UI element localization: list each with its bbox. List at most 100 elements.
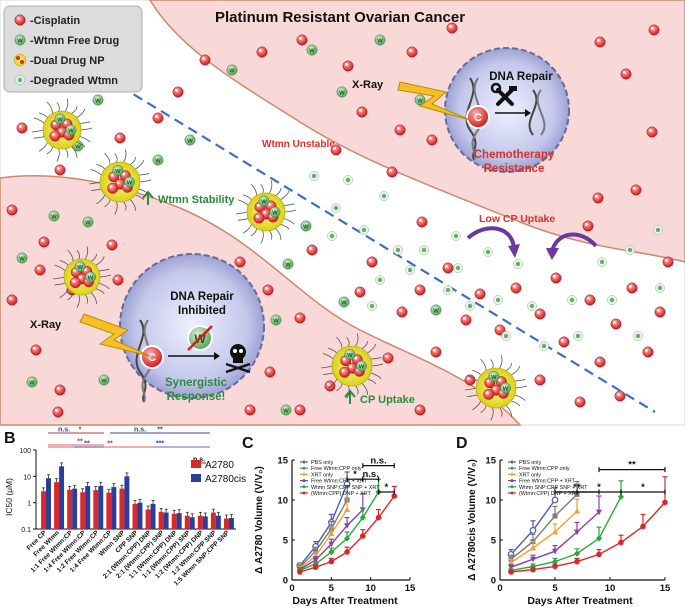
- degraded-wtmn-molecule: [374, 274, 386, 286]
- data-point: [375, 514, 382, 521]
- cisplatin-molecule: [34, 264, 46, 276]
- cisplatin-molecule: [594, 356, 606, 368]
- significance-label: **: [107, 441, 113, 448]
- data-point: [574, 550, 580, 557]
- synergistic-line2: Response!: [167, 391, 226, 403]
- panel-c-letter: C: [242, 435, 254, 452]
- y-tick-label: 100: [19, 448, 31, 455]
- cisplatin-molecule: [112, 274, 124, 286]
- degraded-wtmn-icon: [14, 74, 26, 86]
- degraded-wtmn-molecule: [442, 284, 454, 296]
- repair-inhibited-line1: DNA Repair: [170, 291, 234, 303]
- degraded-wtmn-molecule: [526, 300, 538, 312]
- data-point: [596, 551, 602, 558]
- bar-a2780: [132, 503, 138, 529]
- bar-a2780: [41, 491, 47, 529]
- data-point: [344, 523, 351, 529]
- x-tick-label: 5: [329, 583, 335, 594]
- bar-a2780cis: [176, 513, 182, 529]
- data-point: [552, 548, 558, 555]
- bar-a2780: [158, 511, 164, 529]
- bar-a2780cis: [124, 476, 130, 529]
- degraded-wtmn-molecule: [606, 294, 618, 306]
- cisplatin-molecule: [614, 390, 626, 402]
- wtmn-molecule: [184, 134, 196, 146]
- cisplatin-molecule: [356, 106, 368, 118]
- legend-swatch-a2780: [191, 460, 201, 468]
- degraded-wtmn-molecule: [452, 262, 464, 274]
- legend-label: XRT only: [311, 472, 333, 478]
- significance-label: **: [84, 441, 90, 448]
- legend-marker: [510, 491, 514, 495]
- dual-drug-nanoparticle: [235, 180, 297, 244]
- cisplatin-molecule: [16, 122, 28, 134]
- series-line: [510, 493, 578, 560]
- degraded-wtmn-molecule: [378, 190, 390, 202]
- degraded-wtmn-molecule: [326, 230, 338, 242]
- cisplatin-molecule: [324, 380, 336, 392]
- significance-label: **: [157, 427, 163, 434]
- cisplatin-molecule: [6, 204, 18, 216]
- degraded-wtmn-molecule: [450, 230, 462, 242]
- degraded-wtmn-molecule: [308, 170, 320, 182]
- x-tick-label: 10: [605, 583, 616, 594]
- cisplatin-molecule: [6, 294, 18, 306]
- x-tick-label: 0: [497, 583, 502, 594]
- x-tick-label: 15: [660, 583, 671, 594]
- bar-a2780: [223, 518, 229, 529]
- degraded-wtmn-molecule: [632, 330, 644, 342]
- dual-drug-nanoparticle: [88, 149, 152, 215]
- panel-b-legend: A2780 A2780cis: [191, 460, 246, 485]
- cisplatin-molecule: [106, 239, 118, 251]
- legend-marker: [302, 491, 306, 495]
- dual-drug-nanoparticle: [31, 98, 93, 162]
- series-2: [508, 498, 580, 565]
- cisplatin-molecule: [582, 220, 594, 232]
- legend-marker: [510, 466, 514, 470]
- region-divider-line: [119, 85, 656, 413]
- degraded-wtmn-molecule: [624, 244, 636, 256]
- cisplatin-molecule: [152, 112, 164, 124]
- significance-label: **: [628, 460, 636, 471]
- bar-a2780: [106, 492, 112, 529]
- wtmn-molecule: [26, 376, 38, 388]
- cisplatin-molecule: [426, 134, 438, 146]
- cisplatin-molecule: [574, 396, 586, 408]
- cisplatin-molecule: [386, 166, 398, 178]
- wtmn-molecule: [336, 86, 348, 98]
- nanoparticle-icon: [13, 53, 27, 67]
- wtmn-molecule: [92, 94, 104, 106]
- legend-label: Wtmn SNP:CPP SNP + XRT: [519, 485, 588, 491]
- legend-marker: [510, 472, 514, 476]
- cisplatin-molecule: [648, 24, 660, 36]
- cisplatin-molecule: [460, 314, 472, 326]
- data-point: [530, 556, 536, 563]
- cisplatin-molecule: [592, 192, 604, 204]
- bar-a2780: [54, 482, 60, 529]
- degraded-wtmn-molecule: [500, 330, 512, 342]
- data-point: [328, 541, 335, 548]
- bar-a2780cis: [202, 516, 208, 529]
- cisplatin-molecule: [354, 286, 366, 298]
- bar-a2780: [171, 513, 177, 529]
- data-point: [662, 499, 668, 506]
- bar-a2780: [197, 515, 203, 529]
- cell-sensitized: DNA Repair Inhibited W C: [119, 253, 265, 403]
- bar-a2780: [80, 492, 86, 529]
- cisplatin-molecule: [630, 184, 642, 196]
- wtmn-molecule: [98, 374, 110, 386]
- degraded-wtmn-molecule: [596, 256, 608, 268]
- y-tick-label: 10: [23, 474, 31, 481]
- legend-marker: [302, 460, 306, 464]
- legend-marker: [302, 466, 306, 470]
- bar-a2780: [67, 489, 73, 529]
- y-tick-label: 15: [277, 456, 288, 467]
- y-tick-label: 5: [283, 536, 289, 547]
- data-point: [552, 558, 558, 565]
- data-point: [328, 558, 335, 565]
- legend-label: Free Wtmn:CPP only: [519, 466, 570, 472]
- series-5: [297, 485, 398, 575]
- cisplatin-molecule: [646, 126, 658, 138]
- y-tick-label: 5: [491, 536, 497, 547]
